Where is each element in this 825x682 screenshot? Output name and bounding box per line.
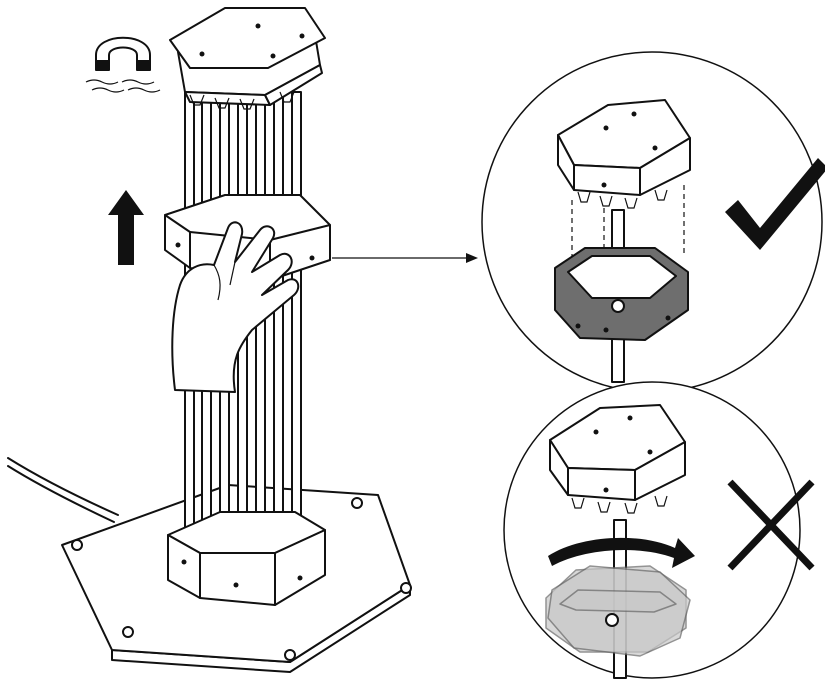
power-cable	[7, 457, 119, 523]
correct-detail	[481, 51, 823, 393]
top-cap	[169, 7, 326, 110]
hand-icon	[171, 221, 300, 393]
incorrect-detail	[503, 381, 801, 679]
checkmark-icon	[725, 158, 825, 250]
cross-icon	[727, 479, 815, 571]
magnet-icon	[85, 36, 161, 93]
lower-collar	[167, 511, 326, 606]
arrow-right-icon	[332, 253, 478, 263]
arrow-up-icon	[108, 190, 144, 265]
